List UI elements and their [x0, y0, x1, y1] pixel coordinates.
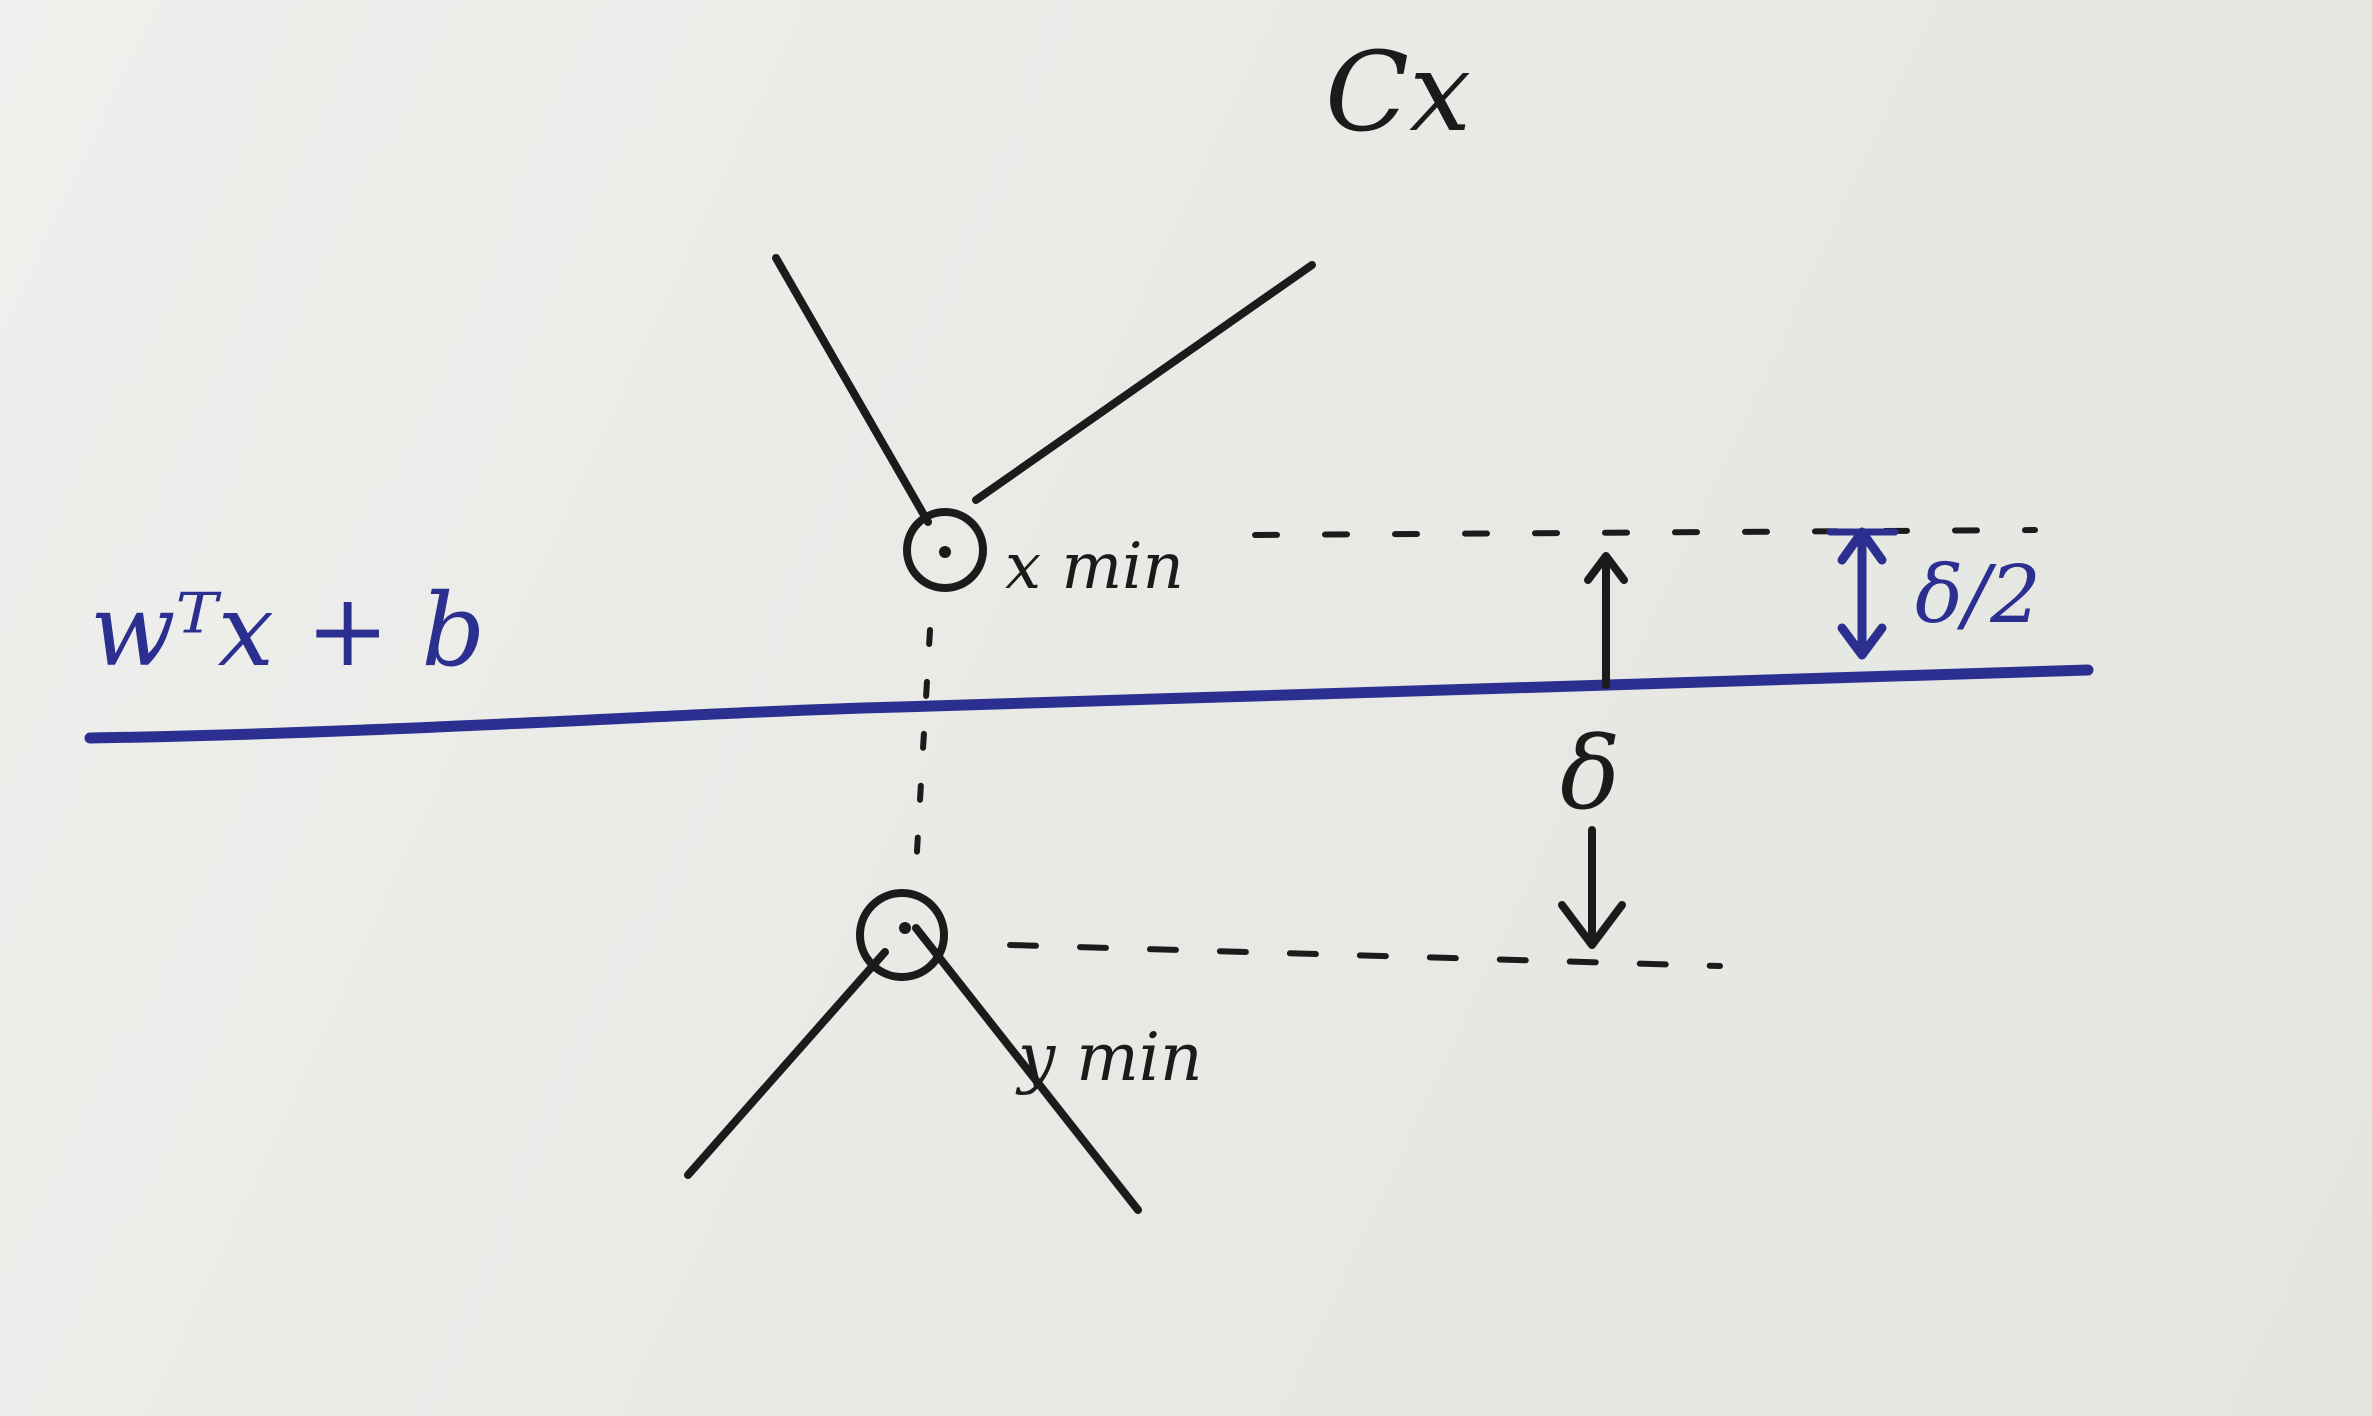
class-label: Cx	[1325, 28, 1471, 156]
margin-arrow-up-head	[1584, 552, 1628, 584]
margin-arrow-down-head	[1558, 901, 1626, 949]
y-min-label: y min	[1015, 1019, 1202, 1096]
y-min-dashed-line	[1007, 942, 1723, 969]
x-min-point	[903, 508, 987, 592]
x-min-dot	[939, 546, 951, 558]
vertical-dotted-connector	[912, 627, 933, 888]
x-min-label: x min	[1005, 530, 1184, 604]
hyperplane-line	[84, 664, 2094, 744]
half-margin-arrow-bottom-head	[1837, 623, 1887, 660]
lower-v-right-arm	[912, 924, 1142, 1214]
y-min-dot	[899, 922, 911, 934]
margin-label: δ	[1560, 715, 1620, 832]
upper-v-right-arm	[972, 261, 1316, 504]
y-min-point	[856, 889, 948, 981]
upper-v-left-arm	[772, 254, 932, 526]
lower-v-left-arm	[684, 948, 889, 1179]
hyperplane-label: wᵀx + b	[90, 572, 485, 689]
x-min-dashed-line	[1252, 527, 2038, 538]
half-margin-label: δ/2	[1915, 548, 2041, 641]
